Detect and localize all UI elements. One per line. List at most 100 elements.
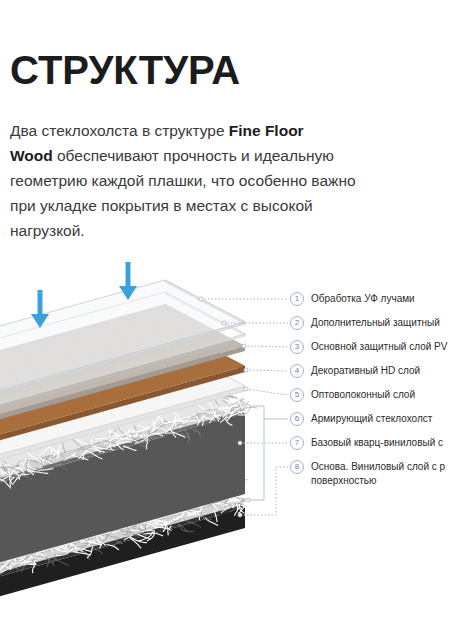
- fibre: [127, 532, 144, 534]
- fibre: [0, 570, 6, 576]
- fibre: [106, 430, 121, 438]
- fibre: [95, 437, 110, 439]
- fibre: [33, 561, 35, 573]
- callout-number: 4: [295, 367, 299, 375]
- fibre: [143, 435, 149, 443]
- leader-line: [224, 323, 288, 324]
- callout-number: 5: [295, 391, 299, 399]
- fibre: [198, 403, 207, 410]
- callout-circle: 8: [290, 460, 304, 474]
- callout-number: 7: [295, 439, 299, 447]
- fibre: [168, 420, 185, 422]
- leader-line: [246, 389, 288, 395]
- fibre: [66, 547, 77, 553]
- callout: 5 Оптоволоконный слой: [290, 388, 415, 402]
- leader-dot: [238, 513, 242, 517]
- bracket: [248, 406, 264, 500]
- fibre: [76, 546, 88, 552]
- fibre: [0, 474, 5, 480]
- fibre: [130, 433, 144, 444]
- fibre: [3, 461, 15, 467]
- fibre: [178, 524, 193, 532]
- fibre: [17, 474, 33, 480]
- fibre: [93, 549, 103, 555]
- callout: 1Обработка УФ лучами: [290, 292, 415, 306]
- callout-label: Основа. Виниловый слой с р поверхностью: [311, 460, 449, 488]
- fibre: [71, 438, 83, 448]
- bracket-leader: [264, 419, 288, 420]
- fibre: [37, 464, 50, 472]
- fibre: [191, 516, 203, 519]
- callout-label: Базовый кварц-виниловый с: [311, 436, 443, 450]
- fibre: [103, 441, 117, 445]
- pressure-arrow-shaft: [38, 290, 43, 316]
- intro-paragraph: Два стеклохолста в структуреFine Floor W…: [10, 118, 382, 243]
- callout-label: Основной защитный слой PV: [311, 340, 447, 354]
- fibre: [10, 562, 14, 570]
- callout-number: 3: [295, 343, 299, 351]
- pressure-arrow-head: [119, 286, 137, 300]
- leader-line: [246, 370, 288, 371]
- fibre: [41, 454, 43, 466]
- fibre: [54, 463, 65, 470]
- fibre: [165, 420, 175, 433]
- callout-label: Оптоволоконный слой: [311, 388, 415, 402]
- callout-label: Дополнительный защитный: [311, 316, 440, 330]
- callout-circle: 6: [290, 412, 304, 426]
- fibre: [123, 446, 136, 450]
- callout-circle: 2: [290, 316, 304, 330]
- leader-dot: [246, 498, 250, 502]
- fibre: [193, 426, 201, 437]
- fibre: [22, 562, 32, 572]
- fibre: [26, 464, 36, 470]
- fibre: [64, 453, 76, 460]
- fibre: [91, 439, 93, 448]
- fibre: [26, 460, 29, 471]
- callout-label: Обработка УФ лучами: [311, 292, 415, 306]
- callout-number: 6: [295, 415, 299, 423]
- fibre: [153, 432, 171, 433]
- fibre: [52, 554, 55, 564]
- fibre: [80, 543, 91, 551]
- fibre: [87, 442, 100, 449]
- fibre: [11, 470, 19, 480]
- fibre: [107, 544, 119, 550]
- callout-circle: 4: [290, 364, 304, 378]
- fibre: [143, 533, 163, 536]
- fibre: [71, 455, 88, 460]
- fibre: [221, 508, 230, 513]
- callout-circle: 3: [290, 340, 304, 354]
- fibre: [137, 443, 149, 447]
- fibre: [206, 401, 215, 415]
- callout: 2 Дополнительный защитный: [290, 316, 440, 330]
- fibre: [90, 540, 102, 545]
- callout-label: Декоративный HD слой: [311, 364, 420, 378]
- callout: 7 Базовый кварц-виниловый с: [290, 436, 443, 450]
- fibre: [215, 410, 218, 422]
- fibre: [163, 421, 174, 423]
- leader-line: [244, 346, 288, 347]
- fibre: [168, 525, 171, 535]
- fibre: [156, 421, 172, 426]
- fibre: [139, 532, 154, 541]
- fibre: [111, 541, 120, 547]
- leader-dot: [238, 441, 242, 445]
- fibre: [214, 510, 217, 522]
- fibre: [227, 411, 233, 421]
- intro-text: обеспечивают прочность и идеальную геоме…: [10, 147, 356, 239]
- fibre: [223, 503, 243, 505]
- fibre: [215, 399, 221, 407]
- fibre: [54, 558, 69, 565]
- fibre: [93, 444, 100, 453]
- leader-dot: [244, 368, 248, 372]
- title: СТРУКТУРА: [10, 50, 240, 90]
- leader-dot: [199, 297, 203, 301]
- fibre: [49, 448, 52, 460]
- fibre: [183, 519, 201, 528]
- fibre: [63, 443, 65, 453]
- fibre: [130, 538, 141, 549]
- fibre: [147, 430, 158, 435]
- fibre: [0, 466, 7, 471]
- callout-circle: 5: [290, 388, 304, 402]
